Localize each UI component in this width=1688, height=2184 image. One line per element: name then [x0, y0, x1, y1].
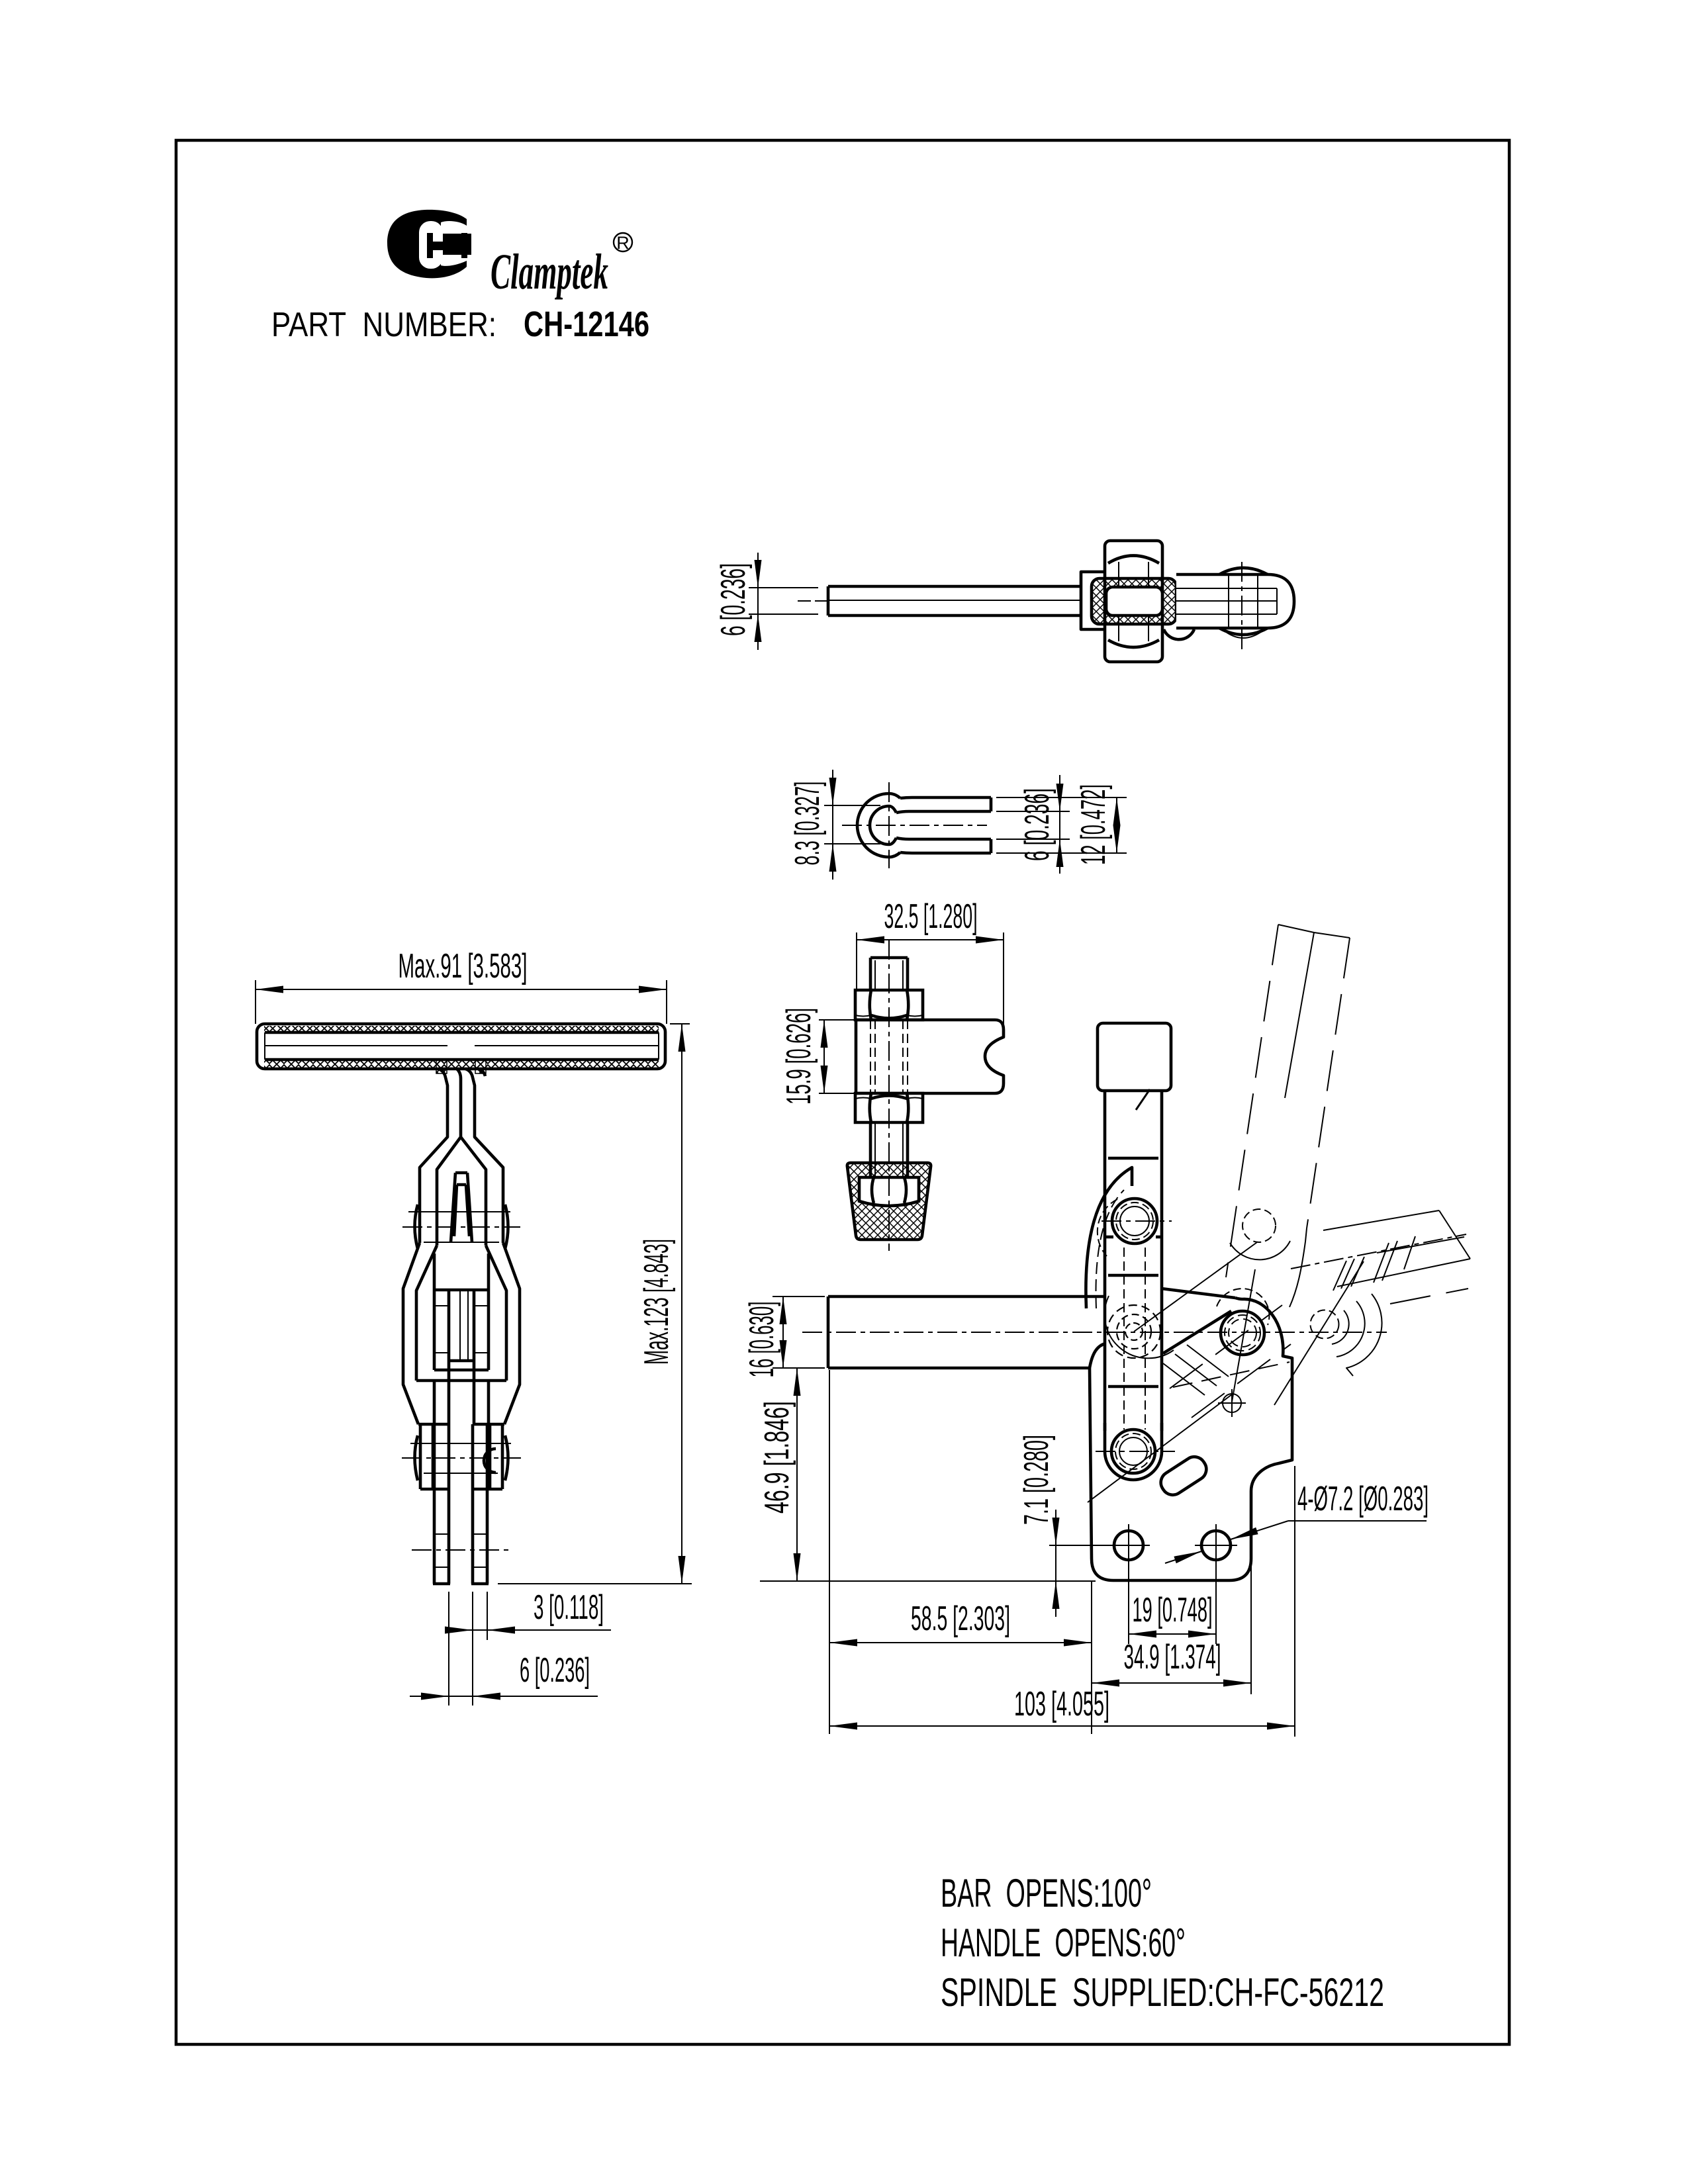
- svg-text:46.9 [1.846]: 46.9 [1.846]: [758, 1401, 796, 1514]
- svg-text:103 [4.055]: 103 [4.055]: [1014, 1685, 1109, 1723]
- svg-text:Max.123 [4.843]: Max.123 [4.843]: [637, 1239, 676, 1365]
- svg-text:SPINDLE SUPPLIED:CH-FC-56212: SPINDLE SUPPLIED:CH-FC-56212: [941, 1970, 1384, 2015]
- svg-text:4-Ø7.2 [Ø0.283]: 4-Ø7.2 [Ø0.283]: [1297, 1480, 1429, 1518]
- svg-text:34.9 [1.374]: 34.9 [1.374]: [1124, 1638, 1221, 1676]
- svg-text:BAR OPENS:100°: BAR OPENS:100°: [941, 1871, 1152, 1915]
- svg-text:3 [0.118]: 3 [0.118]: [534, 1588, 604, 1627]
- svg-text:HANDLE OPENS:60°: HANDLE OPENS:60°: [941, 1921, 1186, 1965]
- svg-text:58.5 [2.303]: 58.5 [2.303]: [911, 1600, 1010, 1638]
- svg-text:PART NUMBER:: PART NUMBER:: [271, 306, 496, 344]
- svg-text:7.1 [0.280]: 7.1 [0.280]: [1017, 1435, 1056, 1525]
- svg-text:16 [0.630]: 16 [0.630]: [743, 1302, 781, 1378]
- svg-text:Clamptek: Clamptek: [491, 244, 608, 300]
- svg-text:19 [0.748]: 19 [0.748]: [1133, 1591, 1213, 1629]
- svg-text:15.9 [0.626]: 15.9 [0.626]: [780, 1008, 818, 1105]
- svg-text:Max.91 [3.583]: Max.91 [3.583]: [399, 947, 528, 985]
- svg-text:R: R: [616, 233, 630, 253]
- svg-text:6 [0.236]: 6 [0.236]: [714, 563, 753, 636]
- svg-text:6 [0.236]: 6 [0.236]: [1018, 788, 1056, 861]
- svg-text:32.5 [1.280]: 32.5 [1.280]: [884, 897, 978, 936]
- svg-text:8.3 [0.327]: 8.3 [0.327]: [788, 782, 827, 866]
- svg-text:6 [0.236]: 6 [0.236]: [520, 1651, 590, 1690]
- svg-text:CH-12146: CH-12146: [524, 304, 649, 344]
